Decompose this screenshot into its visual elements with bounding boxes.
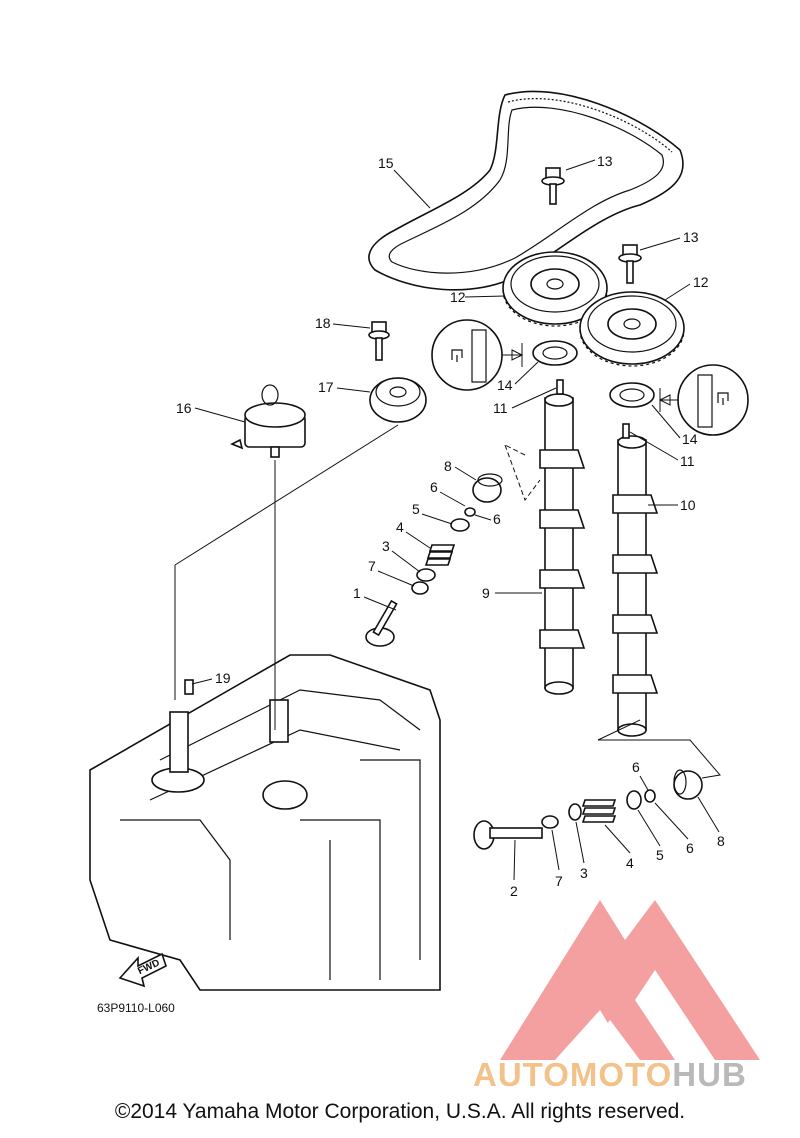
spring-seat-bottom [568,803,582,821]
callout-6d: 6 [686,840,694,856]
camshaft-exhaust [612,435,659,737]
callout-14b: 14 [682,431,698,447]
oil-seal-right [609,382,655,408]
tensioner-bolt [368,321,390,361]
callout-8b: 8 [717,833,725,849]
callout-4b: 4 [626,855,634,871]
callout-9: 9 [482,585,490,601]
wordmark-part2: HUB [672,1056,747,1093]
valve-exhaust [473,820,543,850]
callout-19: 19 [215,670,231,686]
seal-detail-bubble-right [658,364,749,436]
callout-7b: 7 [555,873,563,889]
dowel-pin-cam [556,379,630,439]
callout-6c: 6 [632,759,640,775]
oil-seal-left [532,340,578,366]
camshaft-intake [539,393,586,695]
callout-3b: 3 [580,865,588,881]
callout-1: 1 [353,585,361,601]
callout-2: 2 [510,883,518,899]
wordmark-part1: AUTOMOTO [473,1056,673,1093]
valve-intake [365,599,398,647]
belt-tensioner [230,384,306,458]
callout-12a: 12 [450,289,466,305]
automotohub-logo [500,900,760,1060]
cam-sprocket-left [502,251,608,327]
spring-seat-top [416,568,436,582]
callout-11a: 11 [493,400,508,416]
callout-14a: 14 [497,377,513,393]
copyright-notice: ©2014 Yamaha Motor Corporation, U.S.A. A… [114,1100,686,1123]
tensioner-pulley [369,377,427,423]
retainer-top [450,518,470,532]
callout-10: 10 [680,497,696,513]
fwd-arrow-icon: FWD [118,952,167,988]
callout-12b: 12 [693,274,709,290]
valve-lifter-bottom [673,769,703,800]
callout-17: 17 [318,379,334,395]
callout-16: 16 [176,400,192,416]
cylinder-head [89,654,441,991]
callout-7a: 7 [368,558,376,574]
retainer-bottom [626,790,642,810]
callout-15: 15 [378,155,394,171]
callout-5b: 5 [656,847,664,863]
callout-8a: 8 [444,458,452,474]
callout-6a: 6 [430,479,438,495]
seal-detail-bubble-left [431,319,524,391]
timing-belt [368,90,684,291]
callout-5a: 5 [412,501,420,517]
diagram-code: 63P9110-L060 [97,1001,175,1015]
cotter-bottom [644,789,656,803]
cam-sprocket-right [579,291,685,367]
callouts: 15 13 13 12 12 18 17 16 14 11 14 11 10 9… [176,153,725,899]
automotohub-wordmark: AUTOMOTOHUB [473,1056,747,1094]
callout-3a: 3 [382,538,390,554]
callout-13a: 13 [597,153,613,169]
callout-11b: 11 [680,453,695,469]
callout-18: 18 [315,315,331,331]
valve-seal-bottom [541,815,559,829]
callout-6b: 6 [493,511,501,527]
callout-4a: 4 [396,519,404,535]
sprocket-bolt-left [541,167,565,205]
valve-spring-top [424,544,456,566]
cotter-top [464,507,476,517]
valve-spring-bottom [581,799,617,823]
sprocket-bolt-right [618,244,642,284]
valve-lifter-top [472,473,503,503]
valve-seal-top [411,581,429,595]
callout-13b: 13 [683,229,699,245]
